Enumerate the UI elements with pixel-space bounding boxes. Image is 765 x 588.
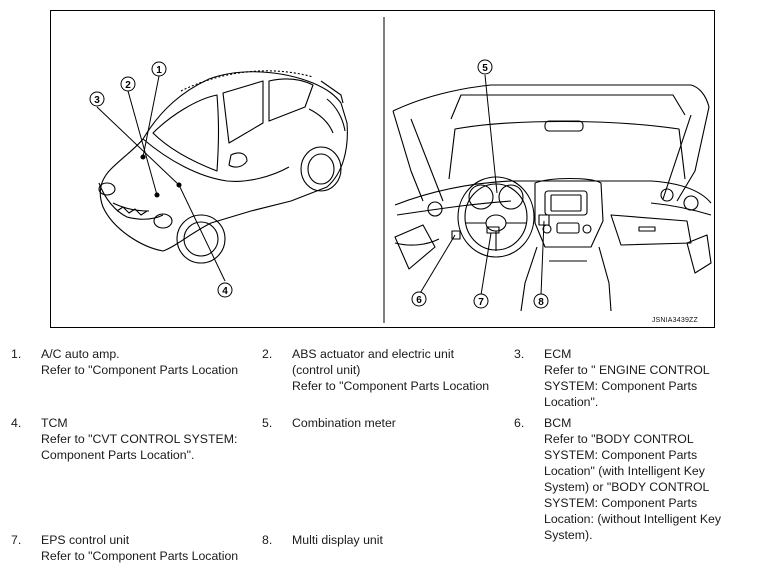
callout-8: 8 <box>533 293 549 309</box>
callout-1: 1 <box>151 61 167 77</box>
list-item-1: 1. A/C auto amp. Refer to "Component Par… <box>11 346 243 378</box>
item-title: A/C auto amp. <box>41 347 120 361</box>
item-number: 3. <box>514 347 525 361</box>
callout-leaders <box>96 74 545 296</box>
item-number: 7. <box>11 533 22 547</box>
svg-text:1: 1 <box>156 65 162 76</box>
item-number: 4. <box>11 416 22 430</box>
leader-4 <box>178 184 226 282</box>
svg-text:7: 7 <box>478 297 484 308</box>
callout-2: 2 <box>120 76 136 92</box>
item-reference: Refer to "CVT CONTROL SYSTEM: Component … <box>41 432 238 462</box>
leader-2 <box>127 90 158 196</box>
item-number: 1. <box>11 347 22 361</box>
svg-text:2: 2 <box>125 80 131 91</box>
callout-7: 7 <box>473 293 489 309</box>
svg-text:6: 6 <box>416 295 422 306</box>
figure-illustration: 1 2 3 4 5 6 7 8 <box>89 17 712 323</box>
leader-5 <box>484 74 498 194</box>
callout-6: 6 <box>411 291 427 307</box>
figure-code: JSNIA3439ZZ <box>651 317 698 324</box>
item-title: ECM <box>544 347 572 361</box>
item-reference: Refer to " ENGINE CONTROL SYSTEM: Compon… <box>544 363 710 409</box>
dashboard-interior-drawing <box>392 84 712 312</box>
item-reference: Refer to "Component Parts Location <box>41 549 239 563</box>
leader-7 <box>480 232 492 296</box>
item-number: 6. <box>514 416 525 430</box>
item-title: ABS actuator and electric unit (control … <box>292 347 454 377</box>
item-number: 5. <box>262 416 273 430</box>
leader-8 <box>540 220 545 296</box>
svg-text:8: 8 <box>538 297 544 308</box>
leader-6 <box>418 234 456 296</box>
list-item-3: 3. ECM Refer to " ENGINE CONTROL SYSTEM:… <box>514 346 732 410</box>
item-title: EPS control unit <box>41 533 130 547</box>
item-title: Combination meter <box>292 416 396 430</box>
list-item-5: 5. Combination meter <box>262 415 498 431</box>
item-title: BCM <box>544 416 572 430</box>
item-title: Multi display unit <box>292 533 383 547</box>
item-number: 2. <box>262 347 273 361</box>
callout-4: 4 <box>217 282 233 298</box>
item-number: 8. <box>262 533 273 547</box>
callout-5: 5 <box>477 59 493 75</box>
item-reference: Refer to "Component Parts Location <box>292 379 490 393</box>
list-item-7: 7. EPS control unit Refer to "Component … <box>11 532 243 564</box>
list-item-4: 4. TCM Refer to "CVT CONTROL SYSTEM: Com… <box>11 415 243 463</box>
svg-text:3: 3 <box>94 95 100 106</box>
list-item-8: 8. Multi display unit <box>262 532 498 548</box>
svg-text:5: 5 <box>482 63 488 74</box>
item-reference: Refer to "Component Parts Location <box>41 363 239 377</box>
leader-1 <box>142 75 160 158</box>
svg-text:4: 4 <box>222 286 228 297</box>
car-exterior-drawing <box>98 70 348 264</box>
callout-3: 3 <box>89 91 105 107</box>
item-title: TCM <box>41 416 68 430</box>
list-item-2: 2. ABS actuator and electric unit (contr… <box>262 346 498 394</box>
leader-3 <box>96 106 180 186</box>
item-reference: Refer to "BODY CONTROL SYSTEM: Component… <box>544 432 722 542</box>
component-location-figure: 1 2 3 4 5 6 7 8 JSNIA3439ZZ <box>50 10 715 328</box>
list-item-6: 6. BCM Refer to "BODY CONTROL SYSTEM: Co… <box>514 415 732 543</box>
